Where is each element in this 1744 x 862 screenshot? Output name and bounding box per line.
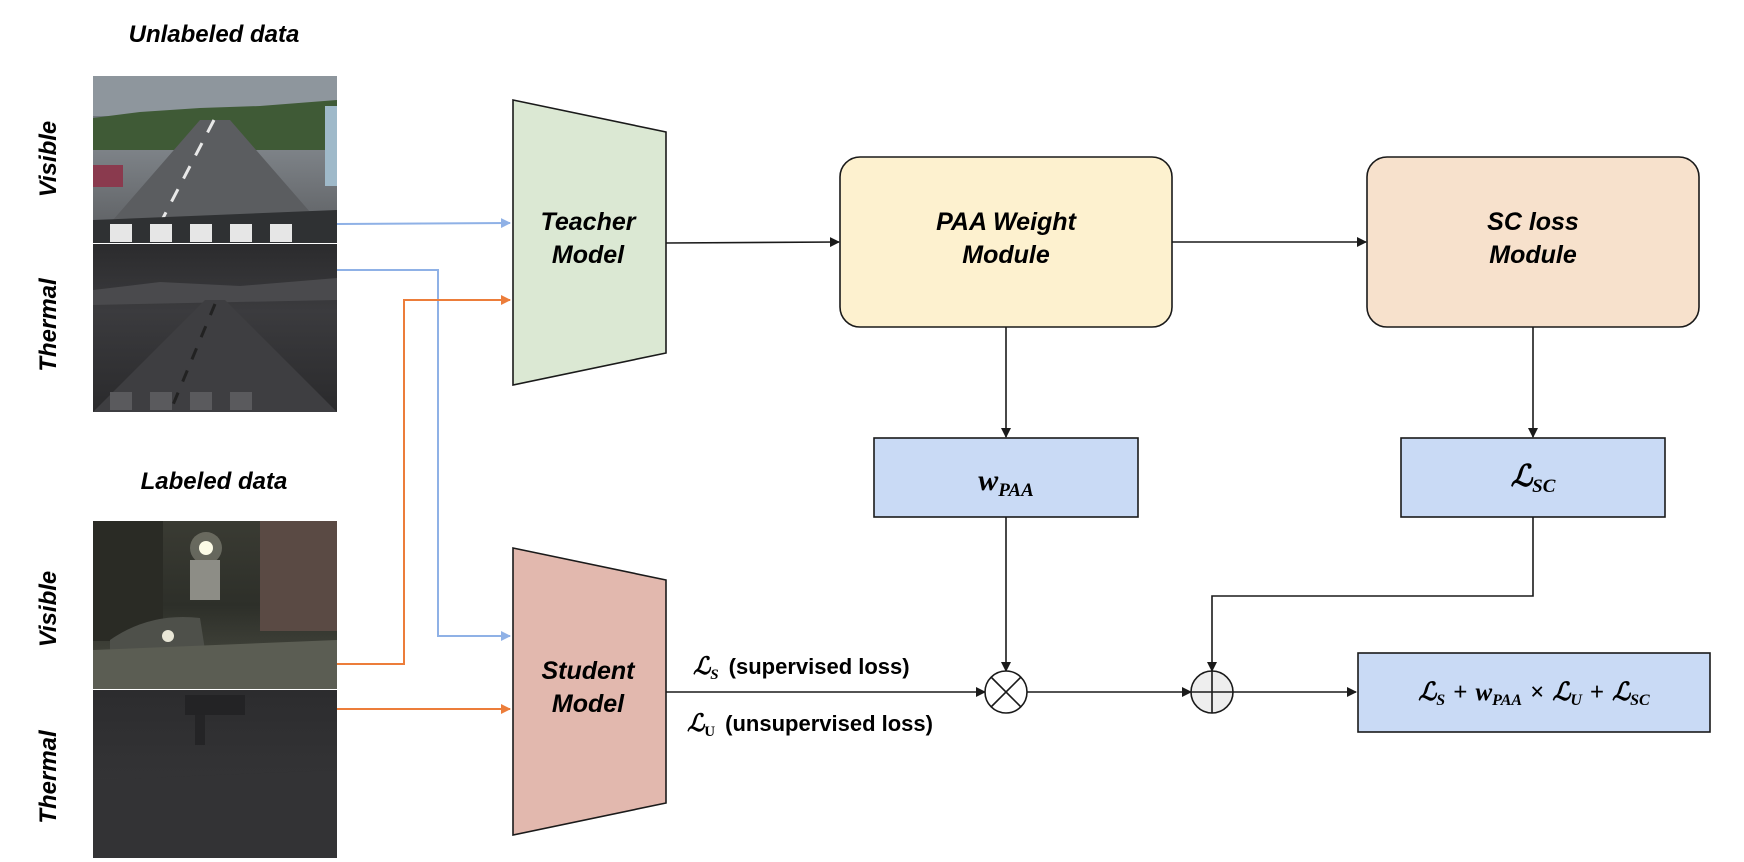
unsupervised-loss-symbol: ℒ	[687, 711, 706, 737]
student-model-label-line1: Student	[541, 657, 636, 685]
student-model-label-line2: Model	[552, 690, 625, 718]
total-loss-term4: ℒ	[1612, 679, 1631, 706]
l-sc-subscript: SC	[1532, 476, 1556, 497]
student-model: Student Model	[512, 547, 667, 836]
labeled-thermal-image	[93, 690, 337, 858]
sc-loss-module: SC loss Module	[1366, 156, 1700, 328]
total-loss-term1: ℒ	[1418, 679, 1437, 706]
unsupervised-loss-text: (unsupervised loss)	[725, 711, 933, 736]
total-loss-term3-sub: U	[1570, 692, 1583, 709]
w-paa-box: wPAA	[873, 437, 1139, 518]
svg-text:ℒS(supervised loss): ℒS (supervised loss)	[693, 654, 910, 683]
arrow-unlabeled-thermal-to-student	[337, 269, 511, 641]
svg-text:ℒS+wPAA×ℒU+ℒSC: ℒS+wPAA×ℒU+ℒSC	[1418, 679, 1650, 709]
total-loss-op2: ×	[1530, 679, 1544, 706]
arrow-labeled-visible-to-teacher	[337, 295, 511, 665]
paa-module-label-line1: PAA Weight	[936, 208, 1077, 236]
paa-module-label-line2: Module	[962, 241, 1050, 269]
svg-text:ℒU(unsupervised loss): ℒU (unsupervised loss)	[687, 711, 933, 740]
total-loss-term3: ℒ	[1552, 679, 1571, 706]
multiply-node	[984, 670, 1028, 714]
total-loss-op3: +	[1590, 679, 1604, 706]
labeled-thermal-label: Thermal	[35, 729, 62, 824]
unlabeled-data-title: Unlabeled data	[129, 21, 300, 48]
unlabeled-thermal-image	[93, 244, 337, 413]
labeled-visible-label: Visible	[35, 571, 62, 647]
svg-text:wPAA: wPAA	[978, 464, 1034, 501]
supervised-loss-text: (supervised loss)	[729, 654, 910, 679]
labeled-data-title: Labeled data	[141, 468, 288, 495]
add-node	[1190, 670, 1234, 714]
total-loss-term1-sub: S	[1436, 692, 1445, 709]
teacher-model: Teacher Model	[512, 99, 667, 386]
l-sc-box: ℒSC	[1400, 437, 1666, 518]
unlabeled-visible-image	[93, 76, 337, 244]
teacher-model-label-line1: Teacher	[541, 208, 637, 236]
sc-module-label-line2: Module	[1489, 241, 1577, 269]
total-loss-term4-sub: SC	[1630, 692, 1650, 709]
total-loss-term2: w	[1475, 679, 1492, 706]
total-loss-term2-sub: PAA	[1491, 692, 1522, 709]
svg-text:ℒSC: ℒSC	[1511, 460, 1556, 497]
l-sc-symbol: ℒ	[1511, 460, 1534, 493]
supervised-loss-subscript: S	[710, 667, 718, 683]
total-loss-op1: +	[1453, 679, 1467, 706]
unlabeled-visible-label: Visible	[35, 121, 62, 197]
unlabeled-thermal-label: Thermal	[35, 277, 62, 372]
paa-weight-module: PAA Weight Module	[839, 156, 1173, 328]
arrow-teacher-to-paa	[665, 237, 840, 248]
total-loss-box: ℒS+wPAA×ℒU+ℒSC	[1357, 652, 1711, 733]
supervised-loss-symbol: ℒ	[693, 654, 712, 680]
arrow-l-sc-to-add	[1207, 517, 1534, 672]
labeled-visible-image	[93, 521, 337, 689]
w-paa-symbol: w	[978, 464, 999, 497]
arrow-unlabeled-visible-to-teacher	[336, 218, 511, 229]
w-paa-subscript: PAA	[997, 480, 1034, 501]
sc-module-label-line1: SC loss	[1487, 208, 1579, 236]
teacher-model-label-line2: Model	[552, 241, 625, 269]
unsupervised-loss-subscript: U	[704, 724, 715, 740]
